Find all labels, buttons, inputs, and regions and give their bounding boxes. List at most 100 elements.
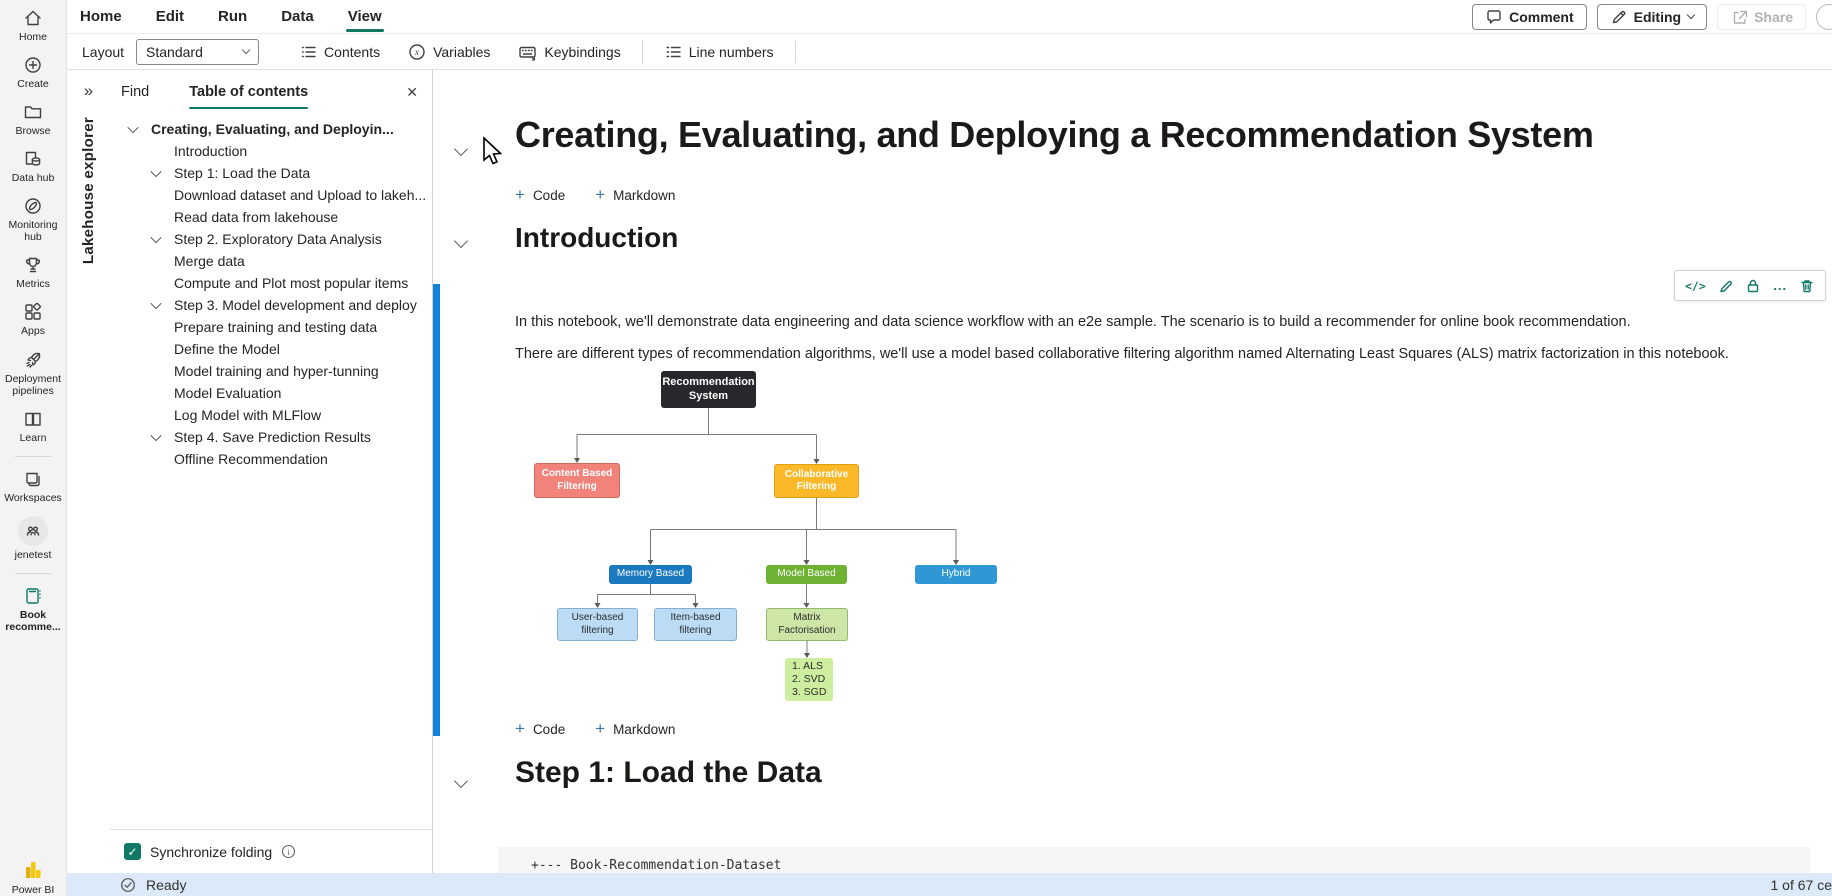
notebook-scrollbar-thumb[interactable] <box>433 284 440 736</box>
collapse-title-chevron-icon[interactable] <box>453 141 469 157</box>
more-options-icon[interactable]: ... <box>1773 278 1788 293</box>
sidebar-item-home[interactable]: Home <box>0 8 66 43</box>
notebook-icon <box>26 588 41 604</box>
sidebar-item-create[interactable]: Create <box>0 55 66 90</box>
diagram-node-recommendation-system: Recommendation System <box>661 371 756 408</box>
status-left: Ready <box>67 877 186 893</box>
pencil-icon <box>1612 10 1625 24</box>
sidebar-item-monitoring-hub[interactable]: Monitoring hub <box>0 196 66 243</box>
book-open-icon <box>25 412 41 426</box>
plus-icon: + <box>515 185 525 204</box>
toc-item[interactable]: Introduction <box>174 143 248 159</box>
menu-run[interactable]: Run <box>218 8 248 25</box>
collapse-intro-chevron-icon[interactable] <box>453 233 469 249</box>
toolbar-divider <box>641 40 643 63</box>
toc-item[interactable]: Compute and Plot most popular items <box>174 275 409 291</box>
sidebar-item-deployment-pipelines[interactable]: Deployment pipelines <box>0 350 66 397</box>
lock-cell-icon[interactable] <box>1745 278 1761 294</box>
code-cell-output[interactable]: +--- Book-Recommendation-Dataset <box>498 847 1810 873</box>
menu-edit[interactable]: Edit <box>155 8 185 25</box>
menu-view[interactable]: View <box>345 4 384 32</box>
diagram-node-memory-based: Memory Based <box>609 565 692 584</box>
edit-cell-icon[interactable] <box>1718 278 1734 294</box>
collapse-step1-chevron-icon[interactable] <box>453 773 469 789</box>
chevron-down-icon[interactable] <box>150 165 162 178</box>
ready-check-icon <box>121 877 135 892</box>
toc-item[interactable]: Download dataset and Upload to lakeh... <box>174 187 427 203</box>
sidebar-item-jenetest[interactable]: jenetest <box>0 515 66 561</box>
sidebar-item-metrics[interactable]: Metrics <box>0 255 66 290</box>
toc-item[interactable]: Merge data <box>174 253 245 269</box>
variables-button[interactable]: x Variables <box>398 37 500 67</box>
menu-bar: Home Edit Run Data View Comment Editing … <box>67 0 1832 33</box>
add-markdown-button[interactable]: +Markdown <box>595 185 676 204</box>
plus-icon: + <box>595 719 606 738</box>
toc-item[interactable]: Model training and hyper-tunning <box>174 363 379 379</box>
toc-item[interactable]: Step 2. Exploratory Data Analysis <box>110 228 432 250</box>
mouse-cursor <box>483 136 503 165</box>
line-numbers-toggle[interactable]: Line numbers <box>654 37 784 67</box>
layout-label: Layout <box>82 43 125 60</box>
sidebar-item-data-hub[interactable]: Data hub <box>0 149 66 184</box>
menu-home[interactable]: Home <box>80 8 122 25</box>
app-rail: Home Create Browse Data hub Monitoring h… <box>0 0 67 896</box>
toc-item[interactable]: Offline Recommendation <box>174 451 328 467</box>
account-avatar[interactable] <box>1816 3 1832 30</box>
trophy-icon <box>26 258 40 273</box>
sidebar-item-workspaces[interactable]: Workspaces <box>0 469 66 504</box>
chevron-down-icon[interactable] <box>127 121 139 134</box>
delete-cell-icon[interactable] <box>1799 278 1815 294</box>
toc-item-root[interactable]: Creating, Evaluating, and Deployin... <box>110 118 432 140</box>
svg-text:i: i <box>288 847 291 857</box>
share-icon <box>1733 10 1748 24</box>
line-numbers-icon <box>666 46 681 57</box>
chevron-down-icon <box>1686 10 1696 20</box>
synchronize-folding-checkbox[interactable]: ✓ <box>124 843 141 860</box>
sidebar-item-book-recommendation[interactable]: Book recomme... <box>0 586 66 633</box>
layout-dropdown[interactable]: Standard <box>136 38 260 65</box>
toc-header: Find Table of contents ✕ <box>110 70 432 109</box>
toc-item[interactable]: Prepare training and testing data <box>174 319 378 335</box>
sidebar-item-power-bi[interactable]: Power BI <box>0 859 66 896</box>
share-button[interactable]: Share <box>1717 3 1806 30</box>
topbar-actions: Comment Editing Share <box>1472 3 1832 30</box>
contents-toggle-button[interactable]: Contents <box>289 37 390 67</box>
chevron-down-icon[interactable] <box>150 429 162 442</box>
intro-paragraph-1: In this notebook, we'll demonstrate data… <box>515 314 1631 330</box>
diagram-node-collaborative: Collaborative Filtering <box>774 464 859 498</box>
data-hub-icon <box>25 151 41 166</box>
comment-button[interactable]: Comment <box>1472 3 1587 30</box>
sidebar-item-browse[interactable]: Browse <box>0 102 66 137</box>
toc-item[interactable]: Step 4. Save Prediction Results <box>110 426 432 448</box>
chevron-down-icon[interactable] <box>150 231 162 244</box>
toc-item[interactable]: Step 3. Model development and deploy <box>110 294 432 316</box>
expand-panel-icon[interactable]: » <box>83 81 94 100</box>
diagram-connectors <box>574 408 959 658</box>
convert-to-code-icon[interactable]: </> <box>1685 278 1706 293</box>
tab-table-of-contents[interactable]: Table of contents <box>189 84 308 109</box>
tab-find[interactable]: Find <box>121 84 150 100</box>
plus-icon: + <box>595 185 606 204</box>
sidebar-item-learn[interactable]: Learn <box>0 409 66 444</box>
intro-heading: Introduction <box>515 222 679 253</box>
sidebar-item-apps[interactable]: Apps <box>0 302 66 337</box>
add-code-button[interactable]: +Code <box>515 185 566 204</box>
people-icon <box>26 526 40 536</box>
add-markdown-button[interactable]: +Markdown <box>595 719 676 738</box>
add-code-button[interactable]: +Code <box>515 719 566 738</box>
comment-icon <box>1487 10 1501 24</box>
menu-data[interactable]: Data <box>281 8 314 25</box>
diagram-node-item-based: Item-based filtering <box>654 608 737 641</box>
toc-item[interactable]: Define the Model <box>174 341 280 357</box>
toc-item[interactable]: Read data from lakehouse <box>174 209 339 225</box>
toc-item[interactable]: Log Model with MLFlow <box>174 407 322 423</box>
toc-item[interactable]: Model Evaluation <box>174 385 282 401</box>
diagram-node-algorithms: 1. ALS 2. SVD 3. SGD <box>785 658 833 701</box>
notebook-canvas: Creating, Evaluating, and Deploying a Re… <box>440 70 1832 873</box>
keybindings-button[interactable]: Keybindings <box>508 37 630 67</box>
close-icon[interactable]: ✕ <box>406 84 418 100</box>
chevron-down-icon[interactable] <box>150 297 162 310</box>
folder-icon <box>24 106 42 119</box>
editing-mode-button[interactable]: Editing <box>1596 3 1708 30</box>
toc-item[interactable]: Step 1: Load the Data <box>110 162 432 184</box>
